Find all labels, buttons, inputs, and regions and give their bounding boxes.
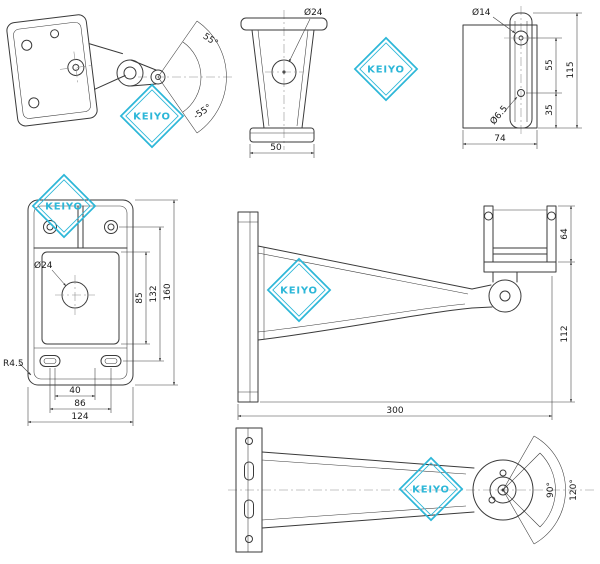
swing-angle-fan-top: 90° 120° — [502, 435, 579, 545]
bracket-arm-side — [257, 245, 473, 341]
dim-height-total: 115 — [566, 61, 576, 78]
view-side-assembly: 64 112 300 — [237, 205, 575, 420]
mounting-holes — [39, 220, 122, 367]
dim-clamp-height: 64 — [560, 228, 570, 240]
view-side-plate: Ø14 Ø6.5 55 35 115 74 — [462, 6, 582, 149]
dim-drop-height: 112 — [560, 325, 570, 342]
dim-backplate-hole-dia: Ø24 — [34, 260, 53, 271]
dim-plate-hole-top: Ø14 — [472, 7, 491, 18]
dim-base-width: 50 — [270, 143, 282, 153]
dim-angle-neg: -55° — [192, 103, 214, 122]
view-plan-swivel: 55° -55° — [6, 14, 234, 134]
dim-plate-width-bottom: 124 — [71, 412, 88, 422]
watermark-label: KEIYO — [412, 485, 450, 496]
dim-arm-hole-dia: Ø24 — [304, 7, 323, 18]
keiyo-watermark: KEIYO — [353, 36, 419, 102]
watermark-label: KEIYO — [133, 112, 171, 123]
swivel-head-plan — [116, 59, 234, 87]
dim-plate-width: 74 — [494, 134, 506, 144]
watermark-label: KEIYO — [45, 202, 83, 213]
view-back-plate: Ø24 R4.5 85 132 160 40 86 124 — [3, 199, 178, 426]
dim-swing-outer: 120° — [569, 479, 579, 501]
keiyo-watermark: KEIYO — [31, 173, 97, 239]
dim-swing-inner: 90° — [546, 482, 556, 498]
camera-head-side — [471, 271, 522, 313]
dim-height-lower: 35 — [545, 104, 555, 115]
dim-height-upper: 55 — [545, 59, 555, 70]
view-front-arm: Ø24 50 — [240, 7, 328, 158]
dim-inner-height: 85 — [135, 292, 145, 303]
dim-slot-span: 132 — [149, 285, 159, 302]
dim-corner-radius: R4.5 — [3, 359, 24, 369]
camera-clamp — [483, 205, 557, 273]
swivel-head-top — [472, 459, 534, 521]
dim-angle-pos: 55° — [201, 32, 220, 49]
dim-inner-width: 40 — [69, 386, 81, 396]
keiyo-watermark: KEIYO — [398, 456, 464, 522]
dim-arm-length: 300 — [386, 406, 403, 416]
dim-plate-hole-bottom: Ø6.5 — [488, 103, 510, 126]
view-top-assembly: 90° 120° — [228, 427, 596, 553]
watermark-label: KEIYO — [367, 65, 405, 76]
keiyo-watermark: KEIYO — [266, 257, 332, 323]
watermark-label: KEIYO — [280, 286, 318, 297]
keiyo-watermark: KEIYO — [119, 83, 185, 149]
wall-plate-plan — [6, 14, 126, 127]
dim-plate-height: 160 — [163, 283, 173, 300]
dim-slot-width: 86 — [74, 399, 86, 409]
